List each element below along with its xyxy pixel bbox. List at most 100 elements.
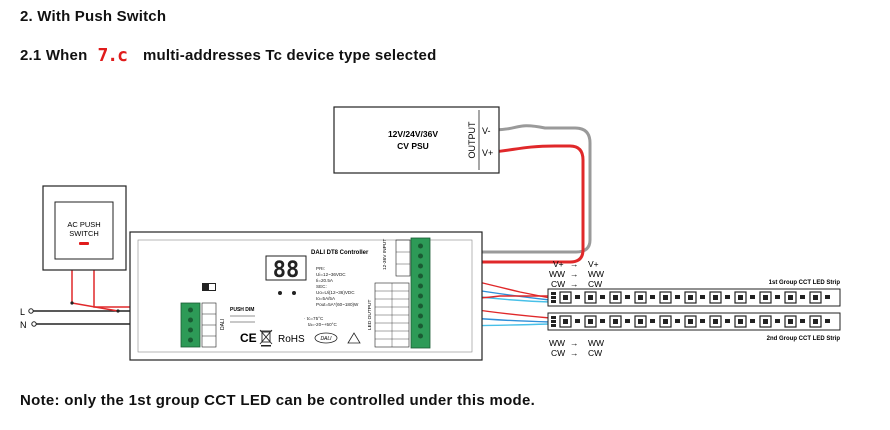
strip1-resistor bbox=[775, 295, 780, 299]
weee-bin-icon bbox=[259, 329, 273, 347]
seven-segment-display bbox=[265, 255, 307, 281]
spec-line-1: Ui=12~36VDC bbox=[316, 272, 346, 277]
strip2-resistor bbox=[675, 319, 680, 323]
g2-label-from-0: WW bbox=[549, 338, 565, 348]
mode-code-display: 7.c bbox=[97, 45, 127, 66]
psu-output-label: OUTPUT bbox=[467, 121, 477, 159]
strip-group2-label: 2nd Group CCT LED Strip bbox=[767, 336, 841, 342]
push-dim-label: PUSH DIM bbox=[230, 307, 254, 313]
strip2-resistor bbox=[775, 319, 780, 323]
strip2-resistor bbox=[625, 319, 630, 323]
group1-wire-labels: V+ → V+ WW → WW CW → CW bbox=[549, 259, 604, 289]
strip2-led-core bbox=[613, 319, 618, 324]
spec-line-4: Uo=Ui(12~36)VDC bbox=[316, 290, 355, 295]
g1-label-from-1: WW bbox=[549, 269, 565, 279]
switch-label-line1: AC PUSH bbox=[67, 220, 100, 229]
g1-arrow-0: → bbox=[570, 259, 579, 269]
dali-logo-text: DALI bbox=[320, 336, 332, 342]
strip2-led-core bbox=[738, 319, 743, 324]
strip1-resistor bbox=[725, 295, 730, 299]
strip2-led-core bbox=[588, 319, 593, 324]
power-supply-unit: 12V/24V/36V CV PSU OUTPUT V- V+ bbox=[333, 106, 500, 174]
strip1-resistor bbox=[675, 295, 680, 299]
strip2-resistor bbox=[750, 319, 755, 323]
switch-label-line2: SWITCH bbox=[69, 229, 99, 238]
g1-label-from-2: CW bbox=[551, 279, 565, 289]
temp-line-0: · tc=75°C bbox=[304, 316, 324, 321]
subsection-prefix: 2.1 When bbox=[20, 47, 88, 64]
strip1-led-core bbox=[738, 295, 743, 300]
psu-type-label: CV PSU bbox=[397, 141, 429, 151]
strip1-resistor bbox=[800, 295, 805, 299]
switch-wire-1 bbox=[71, 270, 119, 312]
led-strip-group2 bbox=[547, 312, 841, 331]
temp-line-1: ta=-20~+50°C bbox=[308, 322, 337, 327]
psu-terminal-minus: V- bbox=[482, 126, 491, 136]
spec-line-2: Ii=20.5A bbox=[316, 278, 334, 283]
strip1-resistor bbox=[700, 295, 705, 299]
strip1-resistor bbox=[600, 295, 605, 299]
g2-label-to-1: CW bbox=[588, 348, 602, 358]
ac-push-switch: AC PUSH SWITCH bbox=[42, 185, 127, 271]
strip2-led-core bbox=[813, 319, 818, 324]
spec-line-3: SEC: bbox=[316, 284, 327, 289]
switch-indicator bbox=[79, 242, 89, 245]
bottom-note: Note: only the 1st group CCT LED can be … bbox=[20, 392, 536, 409]
ac-terminal-block bbox=[180, 302, 201, 348]
dali-label: DALI bbox=[220, 319, 226, 330]
g2-arrow-1: → bbox=[570, 348, 579, 358]
dali-logo bbox=[314, 332, 338, 344]
strip2-resistor bbox=[725, 319, 730, 323]
strip2-led-core bbox=[638, 319, 643, 324]
strip1-led-core bbox=[688, 295, 693, 300]
strip2-led-core bbox=[788, 319, 793, 324]
strip1-led-core bbox=[763, 295, 768, 300]
strip1-led-core bbox=[788, 295, 793, 300]
subsection-suffix: multi-addresses Tc device type selected bbox=[142, 47, 437, 64]
strip2-led-core bbox=[763, 319, 768, 324]
strip1-resistor bbox=[825, 295, 830, 299]
spec-line-5: Io=5A/5A bbox=[316, 296, 336, 301]
strip1-pad bbox=[551, 296, 556, 299]
g1-arrow-2: → bbox=[570, 279, 579, 289]
strip1-pad bbox=[551, 300, 556, 303]
dali-dt8-controller: DALI PUSH DIM 88 DALI DT8 Controller PRI… bbox=[129, 231, 483, 361]
controller-title: DALI DT8 Controller bbox=[311, 250, 369, 256]
strip-group1-label: 1st Group CCT LED Strip bbox=[769, 280, 841, 286]
psu-positive-wire bbox=[429, 144, 585, 264]
cert-triangle-icon bbox=[347, 332, 361, 344]
strip1-pad bbox=[551, 292, 556, 295]
live-terminal bbox=[28, 308, 34, 314]
strip2-resistor bbox=[575, 319, 580, 323]
g2-arrow-0: → bbox=[570, 338, 579, 348]
strip2-resistor bbox=[650, 319, 655, 323]
strip2-resistor bbox=[700, 319, 705, 323]
led-output-label: LED OUTPUT bbox=[367, 300, 373, 330]
strip2-led-core bbox=[663, 319, 668, 324]
button-1-icon bbox=[278, 291, 282, 295]
rohs-mark: RoHS bbox=[278, 334, 305, 345]
strip2-resistor bbox=[825, 319, 830, 323]
mains-neutral-label: N bbox=[20, 320, 27, 330]
strip1-led-core bbox=[588, 295, 593, 300]
g1-label-to-0: V+ bbox=[588, 259, 599, 269]
strip1-led-core bbox=[713, 295, 718, 300]
ce-mark: CE bbox=[240, 331, 257, 345]
input-label: 12-36V INPUT bbox=[382, 239, 388, 270]
strip2-pad bbox=[551, 324, 556, 327]
strip1-resistor bbox=[625, 295, 630, 299]
strip2-led-core bbox=[563, 319, 568, 324]
neutral-terminal bbox=[31, 321, 37, 327]
spec-line-6: Pout=5A*(60~180)W bbox=[316, 302, 359, 307]
psu-terminal-plus: V+ bbox=[482, 148, 493, 158]
strip2-pad bbox=[551, 316, 556, 319]
strip2-led-core bbox=[688, 319, 693, 324]
led-strip-group1 bbox=[547, 288, 841, 307]
mains-live-label: L bbox=[20, 307, 25, 317]
g1-label-to-2: CW bbox=[588, 279, 602, 289]
g1-label-from-0: V+ bbox=[553, 259, 564, 269]
strip1-resistor bbox=[650, 295, 655, 299]
display-digits: 88 bbox=[273, 258, 300, 283]
g1-arrow-1: → bbox=[570, 269, 579, 279]
strip1-led-core bbox=[638, 295, 643, 300]
